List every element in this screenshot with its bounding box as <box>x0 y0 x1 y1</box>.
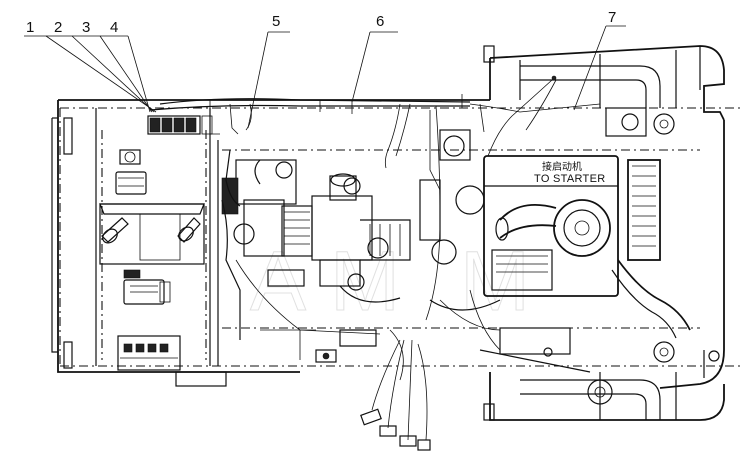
callout-3: 3 <box>82 19 90 36</box>
callout-1: 1 <box>26 19 34 36</box>
callout-7: 7 <box>608 9 616 26</box>
wiring-harness <box>149 75 601 451</box>
starter-label-cn: 接启动机 <box>542 160 582 173</box>
engine <box>419 107 720 405</box>
svg-text:M: M <box>460 234 530 328</box>
callout-4: 4 <box>110 19 118 36</box>
starter-annotation: 接启动机 TO STARTER <box>534 160 605 185</box>
rear-counterweight <box>483 45 725 421</box>
callout-labels: 1 2 3 4 5 6 7 <box>26 9 616 36</box>
watermark: A M M <box>250 234 531 329</box>
left-equipment <box>99 115 227 387</box>
svg-text:M: M <box>330 234 400 328</box>
starter-label-en: TO STARTER <box>534 173 605 185</box>
leader-lines <box>24 25 626 129</box>
callout-2: 2 <box>54 19 62 36</box>
callout-5: 5 <box>272 13 280 30</box>
callout-6: 6 <box>376 13 384 30</box>
svg-text:A: A <box>250 234 306 328</box>
hydraulic-valve-block <box>221 159 411 303</box>
